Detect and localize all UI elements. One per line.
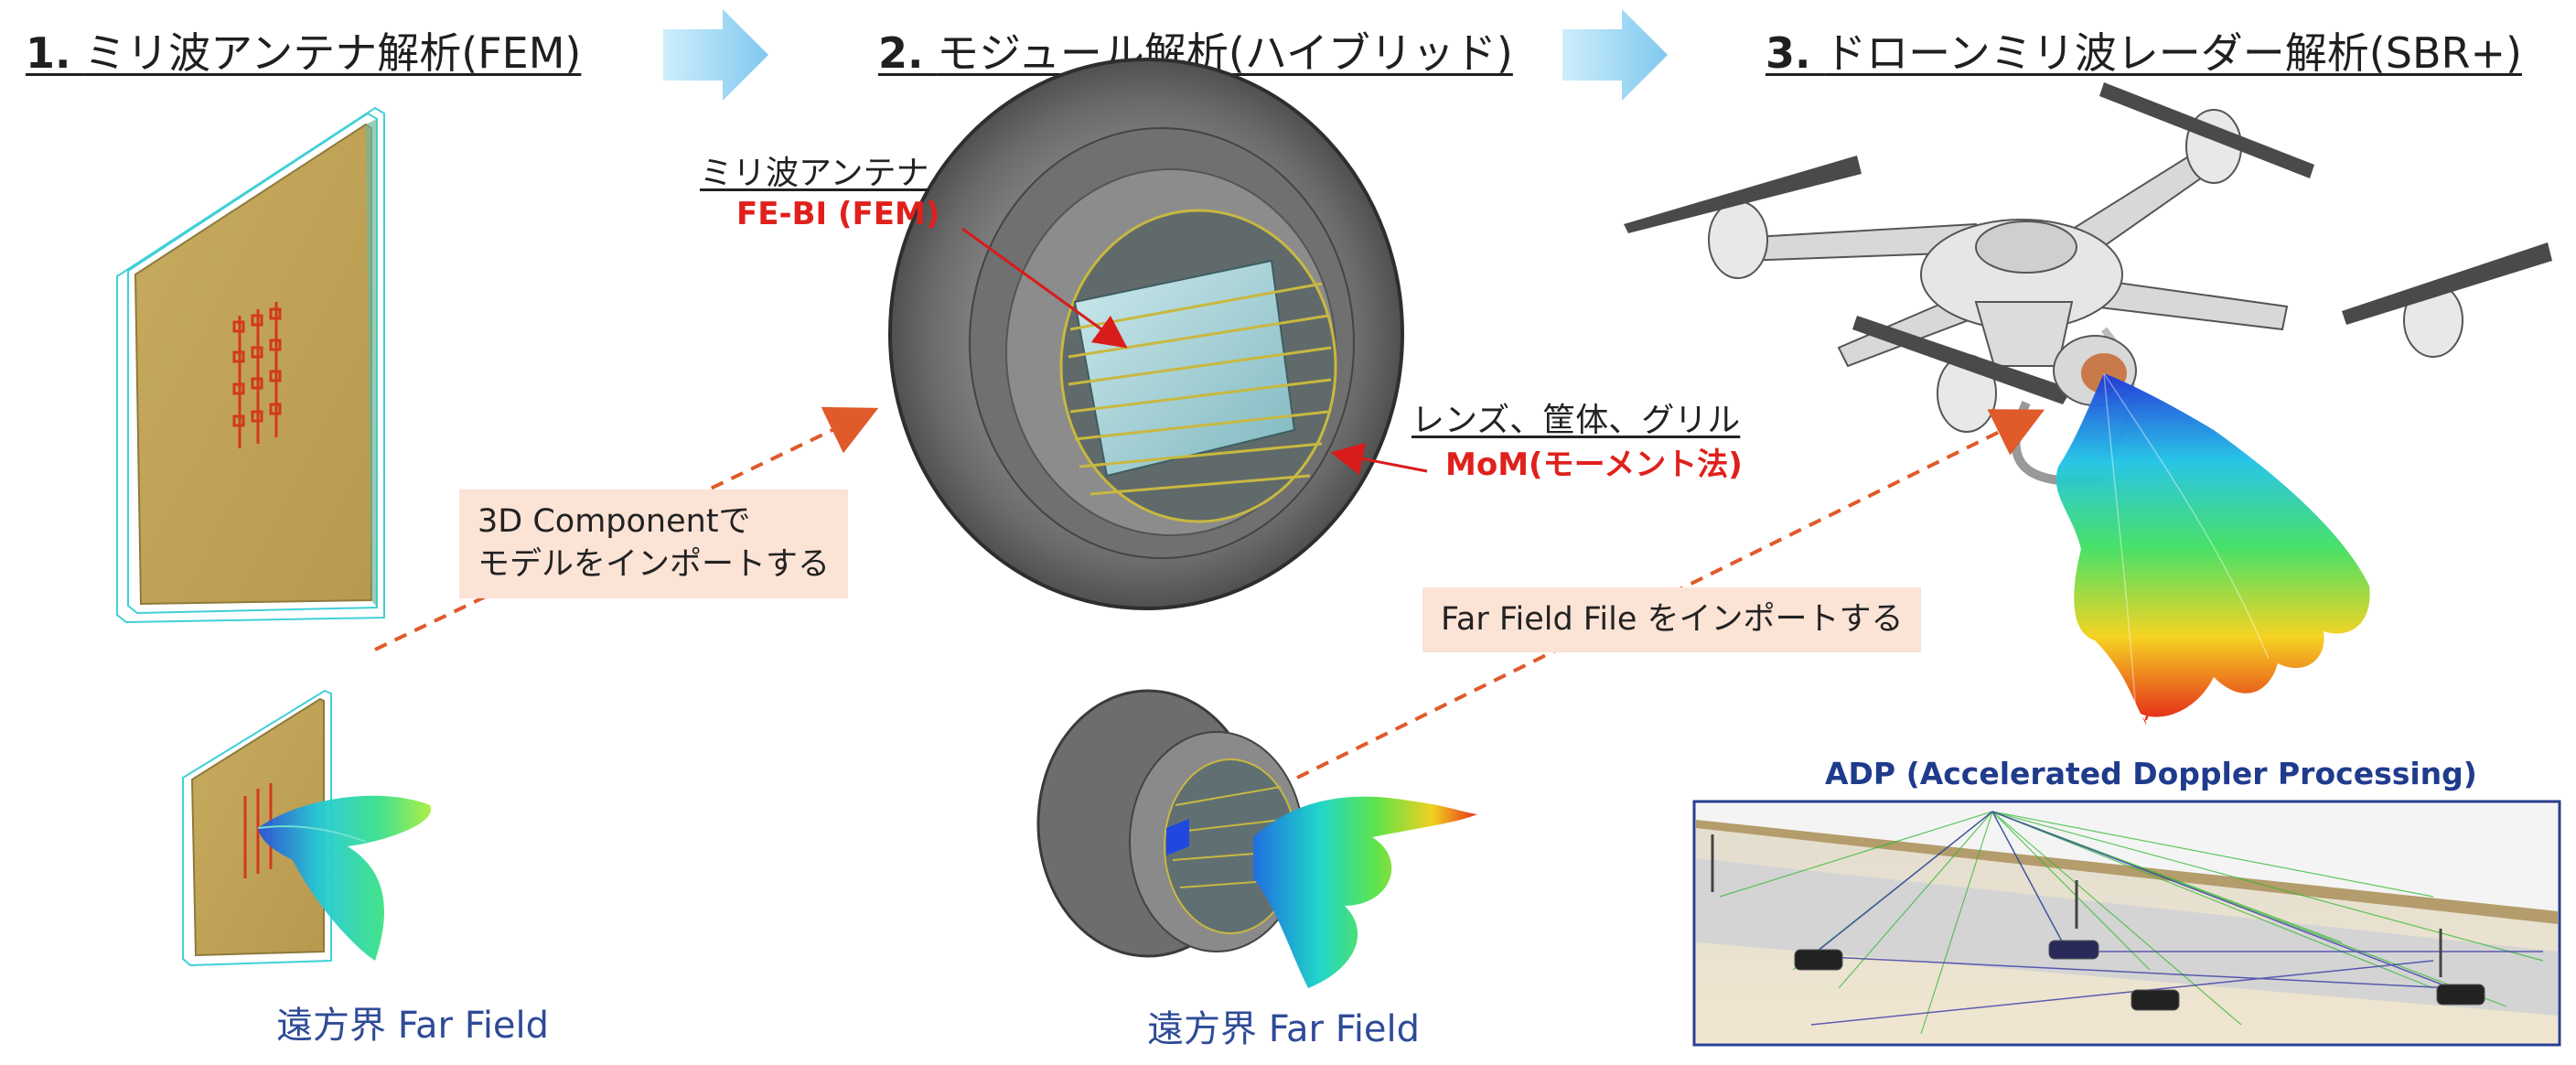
antenna-label: ミリ波アンテナ xyxy=(700,155,929,192)
callout-line2: モデルをインポートする xyxy=(478,546,831,584)
adp-title: ADP (Accelerated Doppler Processing) xyxy=(1825,756,2477,791)
far-field-caption-2: 遠方界 Far Field xyxy=(1147,1008,1421,1050)
callout-line1: 3D Componentで xyxy=(478,503,751,540)
radome-module-model xyxy=(888,58,1404,610)
lens-label: レンズ、筐体、グリル xyxy=(1411,402,1741,439)
antenna-pointer xyxy=(961,227,1128,349)
adp-scene xyxy=(1692,800,2561,1047)
drone-model xyxy=(1624,82,2552,725)
step2-heading: 2. モジュール解析(ハイブリッド) xyxy=(878,28,1513,78)
step1-heading: 1. ミリ波アンテナ解析(FEM) xyxy=(26,28,582,78)
step3-heading: 3. ドローンミリ波レーダー解析(SBR+) xyxy=(1766,28,2522,78)
antenna-board-model xyxy=(116,106,385,624)
antenna-method-label: FE-BI (FEM) xyxy=(736,196,940,232)
import-component-callout: 3D Componentで モデルをインポートする xyxy=(459,489,849,598)
module-far-field-model xyxy=(1036,689,1477,988)
lens-method-label: MoM(モーメント法) xyxy=(1445,446,1743,483)
import-farfield-callout: Far Field File をインポートする xyxy=(1422,587,1922,653)
chevron-arrow-2 xyxy=(1562,9,1668,101)
lens-pointer xyxy=(1330,442,1428,476)
far-field-caption-1: 遠方界 Far Field xyxy=(276,1005,550,1047)
antenna-far-field-model xyxy=(182,689,432,967)
chevron-arrow-1 xyxy=(663,9,768,101)
